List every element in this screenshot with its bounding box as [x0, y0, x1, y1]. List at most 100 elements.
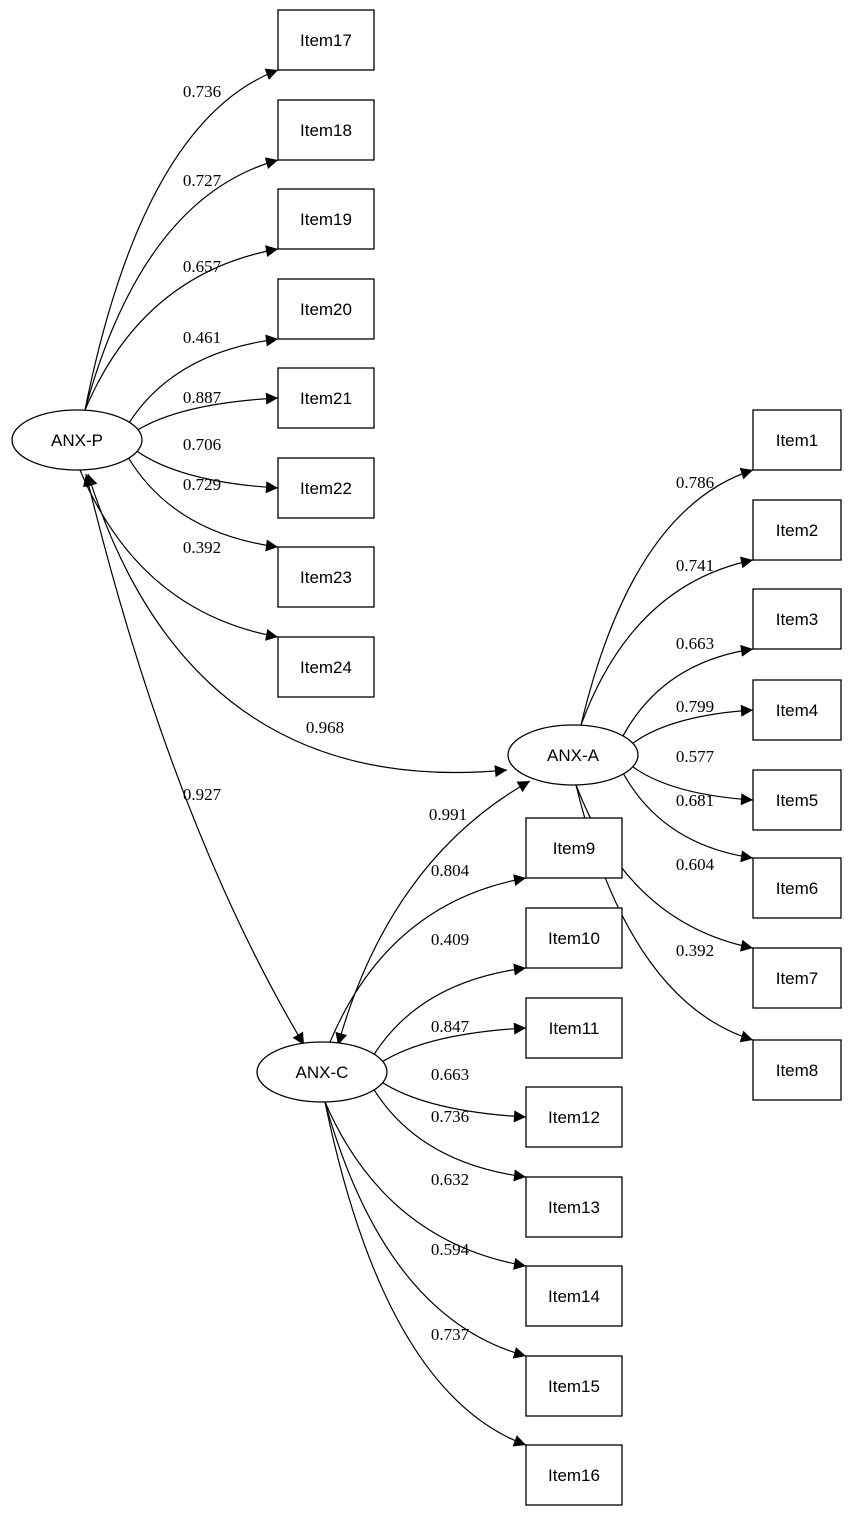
loading-value: 0.736 — [431, 1107, 469, 1126]
item-label: Item13 — [548, 1198, 600, 1217]
item-box — [277, 546, 375, 608]
loading-edge-item10 — [370, 963, 527, 1060]
latent-ellipse — [256, 1041, 388, 1103]
loading-value: 0.681 — [676, 791, 714, 810]
loading-value: 0.461 — [183, 328, 221, 347]
loading-edge-item16 — [324, 1101, 527, 1447]
item-node-item14: Item14 — [525, 1265, 623, 1327]
loading-value: 0.632 — [431, 1170, 469, 1189]
item-label: Item3 — [776, 610, 819, 629]
loading-value: 0.786 — [676, 473, 714, 492]
loading-edge-item5 — [626, 761, 754, 806]
latent-node-anx-c: ANX-C — [256, 1041, 388, 1103]
loading-value: 0.804 — [431, 861, 470, 880]
item-box — [525, 1176, 623, 1238]
item-label: Item18 — [300, 121, 352, 140]
item-label: Item8 — [776, 1061, 819, 1080]
correlation-edge-p-c — [83, 473, 305, 1046]
loading-value: 0.663 — [676, 634, 714, 653]
item-node-item1: Item1 — [752, 409, 842, 471]
item-node-item16: Item16 — [525, 1444, 623, 1506]
loading-value: 0.604 — [676, 855, 715, 874]
item-label: Item21 — [300, 389, 352, 408]
item-box — [277, 9, 375, 71]
item-label: Item23 — [300, 568, 352, 587]
item-label: Item6 — [776, 879, 819, 898]
loading-edge-item17 — [84, 68, 279, 411]
item-box — [277, 367, 375, 429]
item-box — [525, 817, 623, 879]
loading-value: 0.729 — [183, 475, 221, 494]
item-node-item3: Item3 — [752, 588, 842, 650]
loading-edge-item18 — [84, 157, 279, 411]
correlation-edge-p-a — [85, 473, 508, 778]
item-node-item12: Item12 — [525, 1086, 623, 1148]
latent-node-anx-a: ANX-A — [507, 724, 639, 786]
item-box — [752, 1039, 842, 1101]
item-label: Item11 — [549, 1019, 600, 1038]
item-node-item2: Item2 — [752, 499, 842, 561]
item-node-item19: Item19 — [277, 188, 375, 250]
loading-edge-item21 — [130, 392, 279, 435]
loading-edge-item24 — [79, 469, 279, 641]
correlation-value: 0.991 — [429, 805, 467, 824]
loading-edge-item15 — [324, 1101, 527, 1359]
latent-label: ANX-P — [51, 431, 103, 450]
item-label: Item10 — [548, 929, 600, 948]
item-node-item21: Item21 — [277, 367, 375, 429]
loading-value: 0.577 — [676, 747, 715, 766]
correlation-value: 0.927 — [183, 785, 222, 804]
loading-value: 0.392 — [676, 941, 714, 960]
item-box — [525, 907, 623, 969]
item-node-item13: Item13 — [525, 1176, 623, 1238]
item-box — [277, 457, 375, 519]
loading-value: 0.657 — [183, 257, 222, 276]
item-node-item15: Item15 — [525, 1355, 623, 1417]
loading-value: 0.887 — [183, 388, 222, 407]
item-box — [752, 679, 842, 741]
item-node-item23: Item23 — [277, 546, 375, 608]
item-node-item6: Item6 — [752, 857, 842, 919]
latent-label: ANX-C — [296, 1063, 349, 1082]
item-box — [277, 636, 375, 698]
item-node-item4: Item4 — [752, 679, 842, 741]
item-box — [277, 278, 375, 340]
item-label: Item5 — [776, 791, 819, 810]
loading-value: 0.737 — [431, 1325, 470, 1344]
item-label: Item22 — [300, 479, 352, 498]
item-node-item17: Item17 — [277, 9, 375, 71]
item-label: Item1 — [776, 431, 819, 450]
item-box — [752, 857, 842, 919]
item-label: Item20 — [300, 300, 352, 319]
item-label: Item14 — [548, 1287, 600, 1306]
item-label: Item19 — [300, 210, 352, 229]
item-label: Item17 — [300, 31, 352, 50]
item-node-item7: Item7 — [752, 947, 842, 1009]
item-box — [525, 1265, 623, 1327]
loading-edge-item3 — [620, 644, 754, 741]
loading-edge-item9 — [329, 874, 527, 1043]
item-node-item24: Item24 — [277, 636, 375, 698]
item-box — [752, 588, 842, 650]
latent-label: ANX-A — [547, 746, 600, 765]
loading-edge-item13 — [370, 1084, 527, 1182]
item-label: Item12 — [548, 1108, 600, 1127]
correlation-edge-a-c — [335, 780, 531, 1046]
loading-edge-item19 — [84, 245, 279, 411]
loading-value: 0.706 — [183, 435, 221, 454]
item-label: Item16 — [548, 1466, 600, 1485]
item-box — [525, 1444, 623, 1506]
loading-value: 0.799 — [676, 697, 714, 716]
loading-edge-item23 — [125, 453, 279, 552]
item-label: Item24 — [300, 658, 352, 677]
loading-edge-item1 — [580, 467, 754, 726]
loading-value: 0.741 — [676, 556, 714, 575]
item-label: Item2 — [776, 521, 819, 540]
item-node-item10: Item10 — [525, 907, 623, 969]
loading-value: 0.663 — [431, 1065, 469, 1084]
item-label: Item7 — [776, 969, 819, 988]
item-box — [752, 499, 842, 561]
item-node-item8: Item8 — [752, 1039, 842, 1101]
latent-ellipse — [507, 724, 639, 786]
